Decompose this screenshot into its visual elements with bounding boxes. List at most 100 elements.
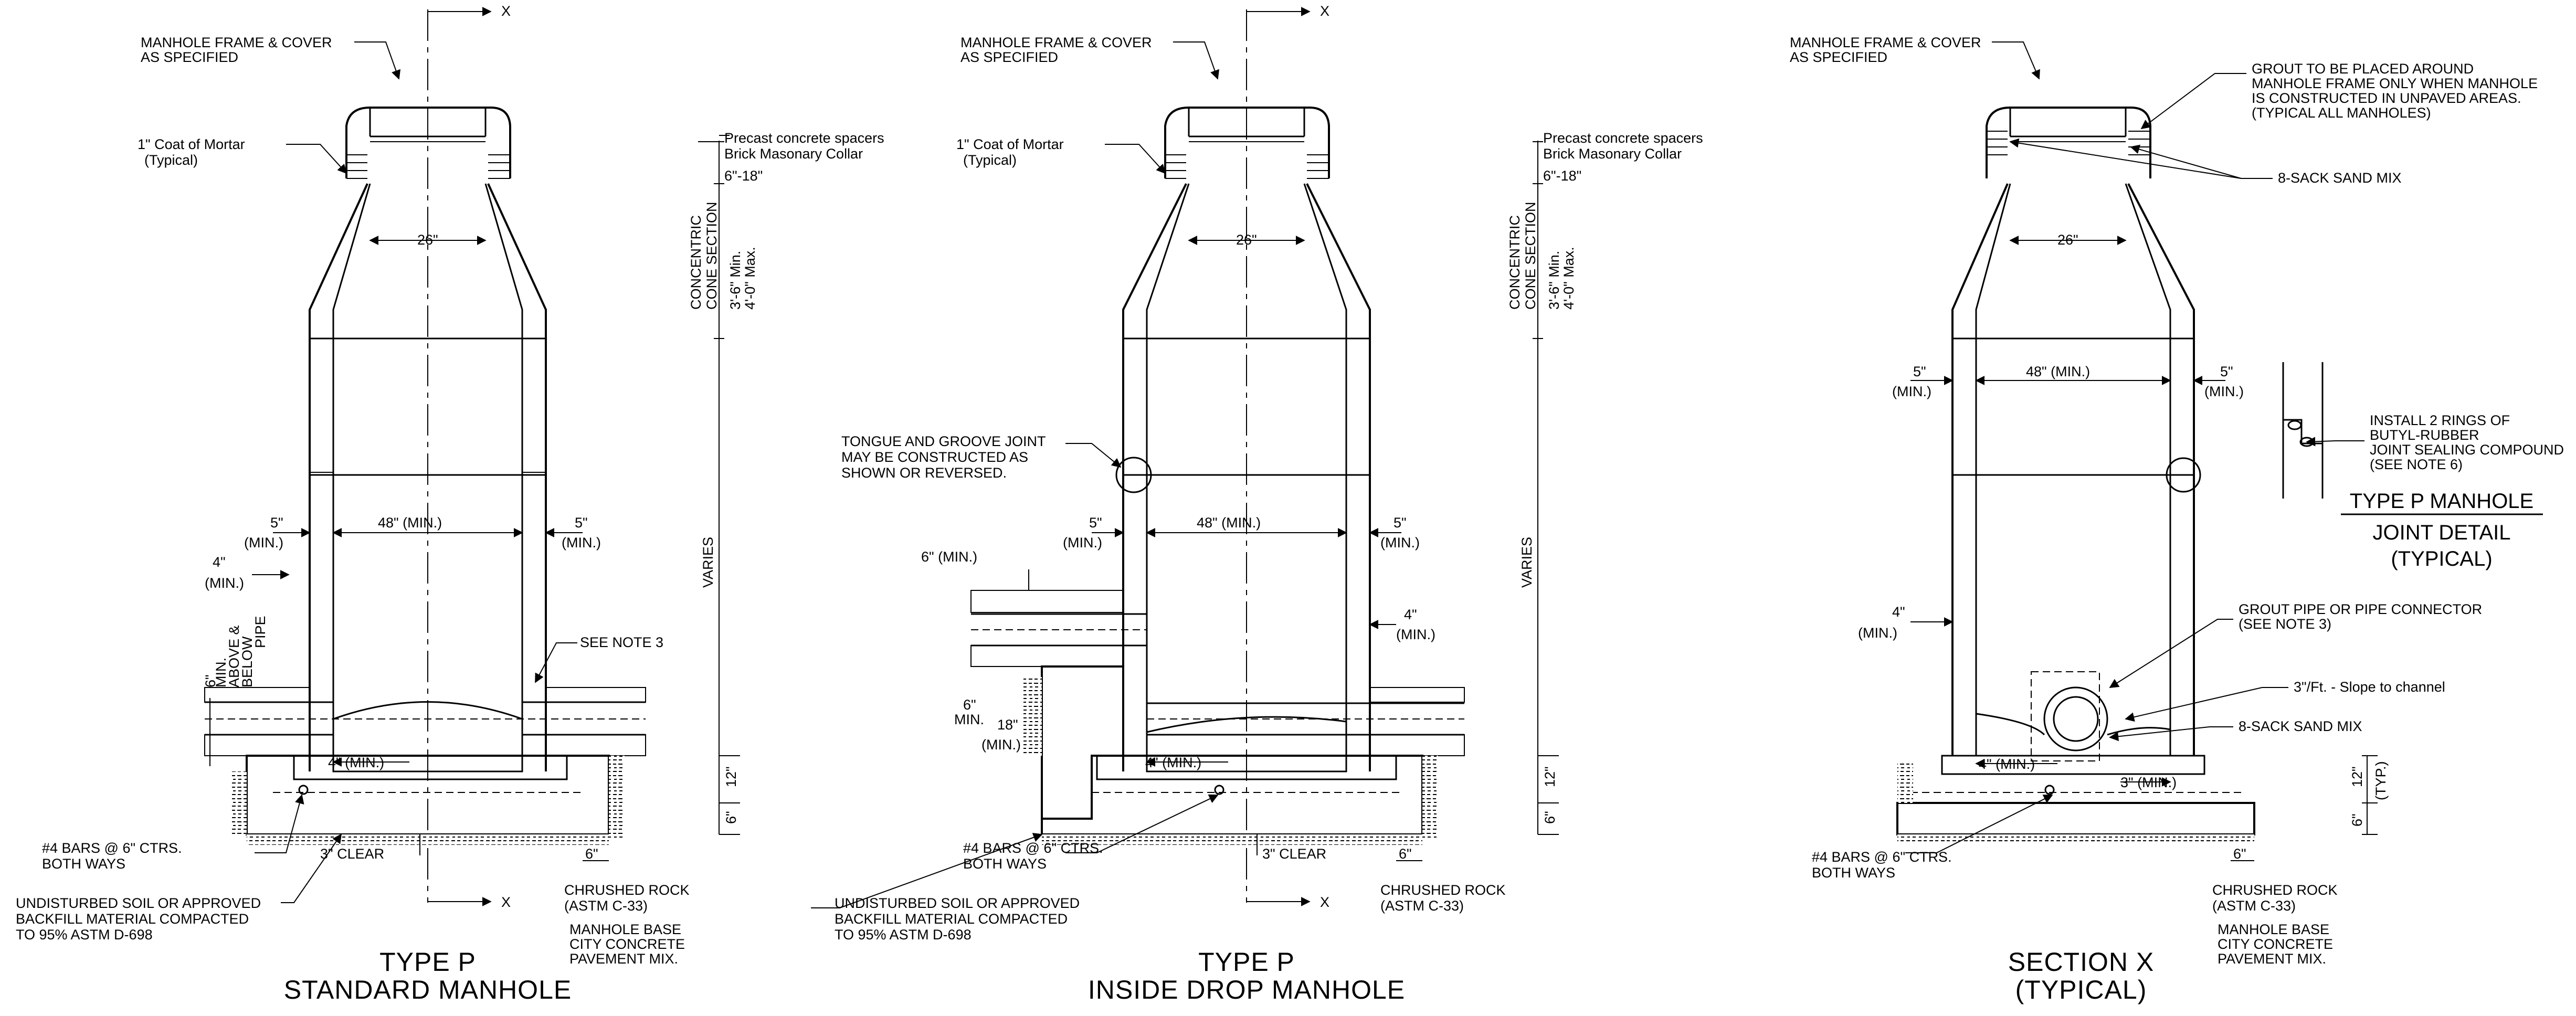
pipe-section [2043,686,2108,752]
label-spacers: Precast concrete spacers [1543,130,1703,146]
label-grout-pipe: GROUT PIPE OR PIPE CONNECTOR [2239,601,2482,617]
label-cone-dim-2: 4'-0" Max. [1561,247,1577,310]
label-mortar-2: (Typical) [963,152,1017,168]
label-wall-left-min: (MIN.) [1892,384,1931,399]
label-tongue-3: SHOWN OR REVERSED. [841,465,1007,481]
pipe-left [204,687,310,703]
label-wall-left: 5" [270,515,283,531]
cone-section [309,183,547,771]
label-collar-dim: 6"-18" [1543,168,1581,184]
label-rock-2: (ASTM C-33) [1380,898,1464,914]
label-rock: CHRUSHED ROCK [2212,882,2338,898]
label-x-top: X [1320,3,1329,19]
label-x-bottom: X [501,894,511,910]
joint-detail-subtitle: JOINT DETAIL [2372,521,2510,544]
label-bars-2: BOTH WAYS [963,856,1047,872]
pipe-right [545,687,646,703]
label-opening: 26" [417,232,438,248]
label-cone-dim: 3'-6" Min. [1546,251,1562,310]
label-wall-right: 5" [2220,364,2233,379]
label-grout-2: MANHOLE FRAME ONLY WHEN MANHOLE [2252,76,2538,91]
label-drop-min: MIN. [954,712,984,727]
label-bars: #4 BARS @ 6" CTRS. [1812,849,1952,865]
panel-title: TYPE P [379,947,476,977]
label-tongue-2: MAY BE CONSTRUCTED AS [841,449,1028,465]
label-butyl-2: BUTYL-RUBBER [2370,427,2479,443]
label-collar: Brick Masonary Collar [724,146,863,162]
label-frame-cover: MANHOLE FRAME & COVER [141,35,332,50]
label-base-2: CITY CONCRETE [569,936,685,952]
label-grout: GROUT TO BE PLACED AROUND [2252,61,2474,77]
label-pipe-clear-3: ABOVE & [226,625,242,687]
label-cone-2: CONE SECTION [704,202,720,310]
label-grout-3: IS CONSTRUCTED IN UNPAVED AREAS. [2252,90,2521,106]
label-x-bottom: X [1320,894,1329,910]
label-bottom-3: 3" (MIN.) [2120,775,2177,790]
label-dim-6h: 6" [2233,846,2246,862]
label-varies: VARIES [700,537,716,588]
label-bars-2: BOTH WAYS [42,856,125,872]
label-wall-right: 5" [575,515,588,531]
panel-subtitle: (TYPICAL) [2015,975,2147,1004]
label-rock: CHRUSHED ROCK [564,882,690,898]
joint-detail-title: TYPE P MANHOLE [2350,490,2533,513]
label-bars: #4 BARS @ 6" CTRS. [42,840,182,856]
joint-detail [2282,362,2543,515]
label-dim-6v: 6" [1542,811,1558,824]
label-bottom-4: 4" (MIN.) [1979,756,2035,772]
label-pipe-clear-4: BELOW [239,636,255,687]
label-base-3: PAVEMENT MIX. [2218,951,2326,967]
label-bottom-4: 4" (MIN.) [328,755,384,770]
label-tongue: TONGUE AND GROOVE JOINT [841,433,1046,449]
label-wall-right: 5" [1393,515,1407,531]
label-base: MANHOLE BASE [2218,922,2329,937]
label-soil: UNDISTURBED SOIL OR APPROVED [835,895,1080,911]
label-dim-6v: 6" [2349,813,2365,827]
label-rock-2: (ASTM C-33) [564,898,648,914]
label-butyl-3: JOINT SEALING COMPOUND [2370,442,2564,458]
label-grout-4: (TYPICAL ALL MANHOLES) [2252,105,2431,121]
label-soil-3: TO 95% ASTM D-698 [835,927,972,943]
label-side-4: 4" [213,554,226,570]
label-collar: Brick Masonary Collar [1543,146,1682,162]
label-collar-dim: 6"-18" [724,168,763,184]
label-varies: VARIES [1519,537,1535,588]
label-slope: 3"/Ft. - Slope to channel [2294,679,2445,695]
label-cone-dim-2: 4'-0" Max. [742,247,758,310]
label-side-4: 4" [1892,604,1905,620]
label-side-4-min: (MIN.) [1858,625,1897,641]
label-spacers: Precast concrete spacers [724,130,884,146]
label-soil: UNDISTURBED SOIL OR APPROVED [16,895,261,911]
label-sand-mix-bottom: 8-SACK SAND MIX [2239,718,2362,734]
label-base: MANHOLE BASE [569,922,681,937]
label-butyl-4: (SEE NOTE 6) [2370,457,2463,472]
label-drop-18-min: (MIN.) [981,737,1021,753]
label-sand-mix-top: 8-SACK SAND MIX [2278,170,2402,186]
brick-collar [346,154,510,179]
label-frame-cover-2: AS SPECIFIED [960,49,1058,65]
label-dim-12: 12" [723,766,739,787]
label-x-top: X [501,3,511,19]
label-pipe-clear-2: MIN. [213,658,229,687]
joint-detail-typical: (TYPICAL) [2391,547,2492,570]
label-rock-2: (ASTM C-33) [2212,898,2296,914]
label-wall-right-min: (MIN.) [2204,384,2244,399]
label-six-min: 6" (MIN.) [921,549,977,565]
label-wall-left-min: (MIN.) [244,535,283,551]
joint-callout [2166,457,2201,493]
label-butyl: INSTALL 2 RINGS OF [2370,412,2510,428]
panel-inside-drop-manhole: MANHOLE FRAME & COVER AS SPECIFIED X 1" … [811,3,1703,1004]
label-grout-pipe-2: (SEE NOTE 3) [2239,616,2331,632]
panel-title: SECTION X [2008,947,2154,977]
label-barrel: 48" (MIN.) [2026,364,2090,379]
panel-standard-manhole: MANHOLE FRAME & COVER AS SPECIFIED X 1" … [16,3,884,1004]
label-clear-3: 3" CLEAR [1262,846,1326,862]
label-side-4-min: (MIN.) [205,575,244,591]
label-wall-right-min: (MIN.) [562,535,601,551]
label-frame-cover: MANHOLE FRAME & COVER [960,35,1152,50]
label-rock: CHRUSHED ROCK [1380,882,1506,898]
label-bottom-4: 4" (MIN.) [1145,755,1201,770]
label-mortar: 1" Coat of Mortar [138,136,245,152]
label-dim-6h: 6" [1399,846,1412,862]
cone-section [1951,183,2195,756]
